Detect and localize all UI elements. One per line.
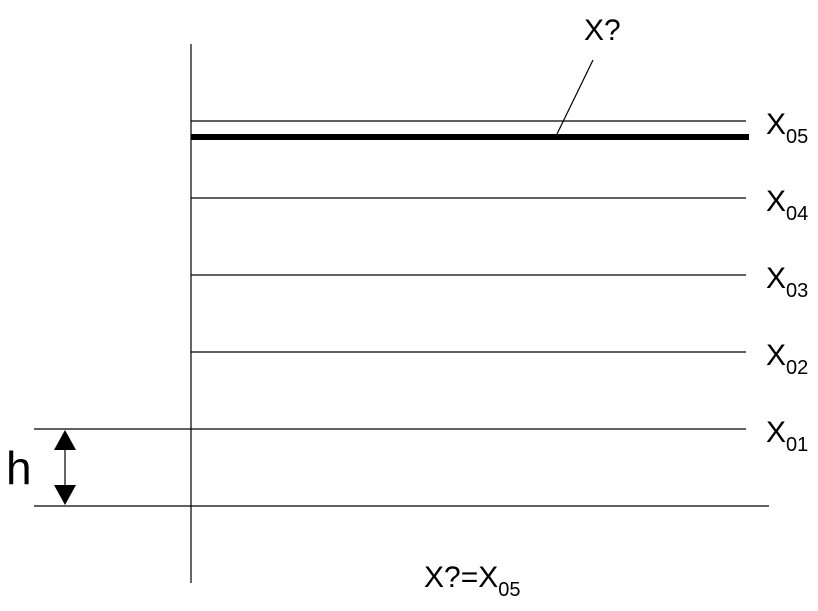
level-label-04-base: X — [766, 185, 786, 218]
equation-lhs: X?=X — [424, 561, 498, 594]
level-label-05-sub: 05 — [786, 126, 808, 148]
level-label-03-base: X — [766, 262, 786, 295]
level-label-01-base: X — [766, 416, 786, 449]
callout-label: X? — [584, 14, 621, 47]
level-label-01-sub: 01 — [786, 434, 808, 456]
level-label-02-sub: 02 — [786, 357, 808, 379]
level-label-03-sub: 03 — [786, 280, 808, 302]
level-label-04: X04 — [766, 185, 808, 225]
equation-sub: 05 — [498, 579, 520, 601]
level-label-02: X02 — [766, 339, 808, 379]
callout-leader-line — [556, 59, 594, 135]
height-arrow-up-head — [54, 430, 76, 450]
level-label-02-base: X — [766, 339, 786, 372]
level-label-05: X05 — [766, 108, 808, 148]
level-label-04-sub: 04 — [786, 203, 808, 225]
level-label-05-base: X — [766, 108, 786, 141]
level-label-03: X03 — [766, 262, 808, 302]
height-arrow-down-head — [54, 485, 76, 505]
height-label: h — [6, 442, 32, 494]
equation-label: X?=X05 — [424, 561, 520, 601]
level-label-01: X01 — [766, 416, 808, 456]
